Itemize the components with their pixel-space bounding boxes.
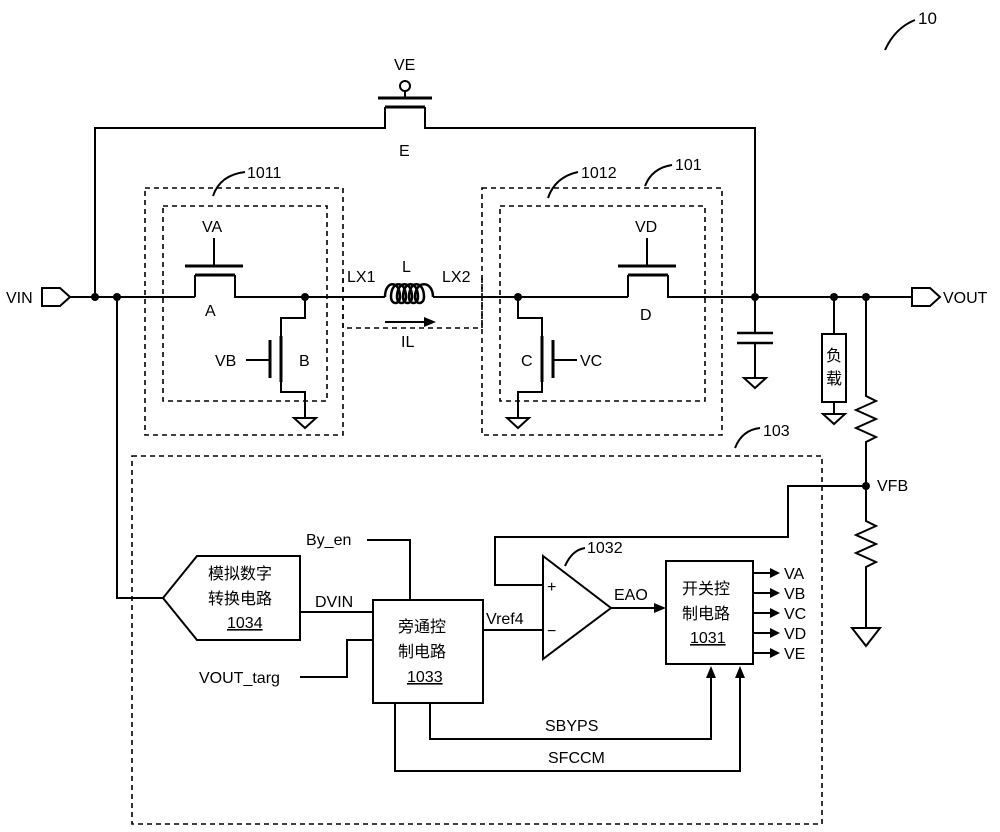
- vfb-label: VFB: [877, 478, 908, 495]
- switch-a-label: A: [205, 303, 216, 320]
- figure-number: 10: [918, 9, 937, 28]
- bypass-label-line1: 旁通控: [398, 617, 446, 636]
- output-va: VA: [784, 566, 804, 583]
- switch-c-label: C: [521, 353, 533, 370]
- vin-port: [42, 288, 70, 306]
- region-1011: [163, 206, 327, 401]
- switch-d-label: D: [640, 307, 652, 324]
- adc-label-line2: 转换电路: [208, 589, 272, 608]
- error-amp-id: 1032: [587, 540, 623, 557]
- bypass-control-block: 旁通控 制电路 1033: [373, 600, 483, 703]
- sbyps-label: SBYPS: [545, 718, 598, 735]
- switch-d-gate-label: VD: [635, 219, 657, 236]
- output-ve: VE: [784, 646, 805, 663]
- switch-b-gate-label: VB: [215, 353, 236, 370]
- adc-label-line1: 模拟数字: [208, 564, 272, 583]
- switch-e-gate-label: VE: [394, 57, 415, 74]
- output-vd: VD: [784, 626, 806, 643]
- switch-e-gate-bubble: [400, 81, 410, 91]
- error-amp-plus: +: [547, 579, 556, 596]
- switch-ctrl-id: 1031: [690, 630, 726, 647]
- region-101-label: 101: [675, 157, 702, 174]
- dvin-label: DVIN: [315, 594, 353, 611]
- switch-e-label: E: [399, 143, 410, 160]
- bypass-label-line2: 制电路: [398, 642, 446, 661]
- lx2-label: LX2: [442, 269, 471, 286]
- bypass-id: 1033: [407, 669, 443, 686]
- inductor-label: L: [402, 259, 411, 276]
- feedback-divider: VFB: [852, 297, 908, 646]
- switch-ctrl-label-line2: 制电路: [682, 604, 730, 623]
- region-1012: [500, 206, 705, 401]
- switch-c: VC C: [507, 297, 602, 428]
- figure-number-leader: [885, 20, 915, 50]
- inductor-current-label: IL: [401, 334, 414, 351]
- vout-port: [912, 288, 940, 306]
- region-101-outer-left: [145, 188, 343, 435]
- switch-c-gate-label: VC: [580, 353, 602, 370]
- load-label-2: 载: [826, 369, 842, 388]
- lx1-label: LX1: [347, 269, 376, 286]
- switch-a-gate-label: VA: [202, 219, 222, 236]
- region-1011-label: 1011: [247, 165, 282, 182]
- region-1012-label: 1012: [581, 165, 617, 182]
- vref4-label: Vref4: [486, 611, 524, 628]
- switch-b-label: B: [299, 353, 310, 370]
- switch-d: VD D: [618, 219, 755, 324]
- switch-control-block: 开关控 制电路 1031: [666, 561, 753, 664]
- by-en-label: By_en: [306, 532, 351, 549]
- load: 负 载: [822, 297, 846, 424]
- vin-label: VIN: [6, 290, 33, 307]
- switch-a: VA A: [185, 219, 305, 320]
- control-outputs: VA VB VC VD VE: [753, 566, 806, 663]
- error-amp-minus: −: [547, 623, 556, 640]
- output-capacitor: [737, 297, 773, 388]
- adc-block: 模拟数字 转换电路 1034: [163, 556, 300, 640]
- inductor-l: L IL: [385, 259, 436, 351]
- error-amplifier: + − 1032: [543, 540, 623, 659]
- vout-targ-label: VOUT_targ: [199, 670, 280, 687]
- switch-b: VB B: [215, 297, 316, 428]
- sfccm-label: SFCCM: [548, 750, 605, 767]
- region-103-label: 103: [763, 423, 790, 440]
- output-vc: VC: [784, 606, 806, 623]
- output-vb: VB: [784, 586, 805, 603]
- eao-label: EAO: [614, 587, 648, 604]
- switch-ctrl-label-line1: 开关控: [682, 579, 730, 598]
- switch-e: VE E: [95, 57, 755, 297]
- adc-id: 1034: [227, 615, 263, 632]
- vout-label: VOUT: [943, 290, 988, 307]
- load-label-1: 负: [826, 346, 842, 365]
